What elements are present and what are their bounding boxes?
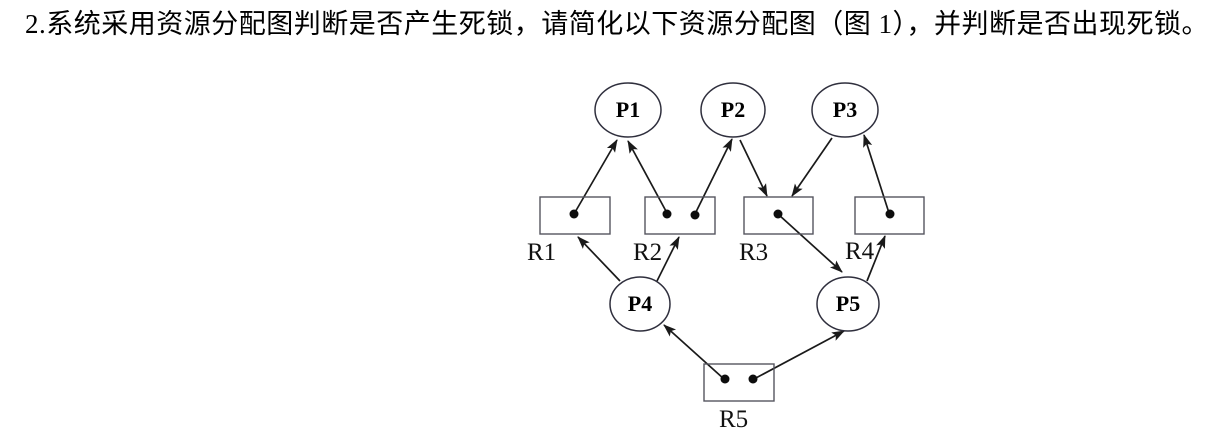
edge-R5-P4-assignment: [663, 324, 725, 380]
resource-R2: R2: [633, 196, 716, 266]
edge-P4-R1-request: [577, 236, 621, 282]
process-label-P3: P3: [833, 97, 857, 122]
edge-R2-P2-assignment: [694, 138, 733, 215]
resource-instance-dot-R3: [773, 209, 783, 219]
resource-label-R5: R5: [719, 406, 748, 433]
edge-R4-P3-assignment: [863, 134, 890, 214]
edge-R2-P1-assignment: [627, 140, 668, 214]
resource-instance-dot-R5: [720, 374, 730, 384]
resource-instance-dot-R5: [748, 374, 758, 384]
resource-R5: R5: [703, 363, 775, 433]
edge-R5-P5-assignment: [753, 330, 845, 380]
resource-instance-dot-R2: [662, 209, 672, 219]
process-P2: P2: [700, 82, 766, 138]
process-P4: P4: [609, 276, 671, 332]
resource-label-R1: R1: [527, 239, 556, 266]
edge-R1-P1-assignment: [573, 139, 618, 215]
resource-R1: R1: [527, 196, 611, 266]
process-circle-P2: [700, 82, 766, 138]
edge-P5-R4-request: [866, 235, 886, 282]
resource-box-R4: [854, 196, 925, 235]
edges-group: [573, 134, 890, 380]
resource-instance-dot-R2: [690, 210, 700, 220]
process-label-P1: P1: [616, 97, 640, 122]
resource-box-R5: [703, 363, 775, 402]
problem-statement: 2.系统采用资源分配图判断是否产生死锁，请简化以下资源分配图（图 1），并判断是…: [25, 9, 1209, 39]
resource-box-R2: [644, 196, 716, 235]
resource-box-R1: [539, 196, 611, 235]
process-label-P2: P2: [721, 97, 745, 122]
process-P5: P5: [816, 276, 880, 332]
process-circle-P3: [811, 82, 879, 138]
resource-instance-dot-R1: [569, 209, 579, 219]
resource-instance-dot-R4: [885, 209, 895, 219]
edge-R3-P5-assignment: [778, 214, 843, 273]
edge-P3-R3-request: [791, 137, 833, 197]
resource-label-R2: R2: [633, 239, 662, 266]
process-circle-P1: [594, 82, 662, 138]
resource-R4: R4: [845, 196, 925, 265]
edge-P2-R3-request: [739, 139, 768, 197]
resource-label-R3: R3: [739, 239, 768, 266]
resource-label-R4: R4: [845, 238, 875, 265]
process-label-P4: P4: [628, 291, 652, 316]
edge-P4-R2-request: [656, 236, 680, 282]
process-label-P5: P5: [836, 291, 860, 316]
resource-R3: R3: [739, 196, 814, 266]
process-circle-P4: [609, 276, 671, 332]
resource-box-R3: [743, 196, 814, 235]
process-circle-P5: [816, 276, 880, 332]
process-P1: P1: [594, 82, 662, 138]
process-P3: P3: [811, 82, 879, 138]
